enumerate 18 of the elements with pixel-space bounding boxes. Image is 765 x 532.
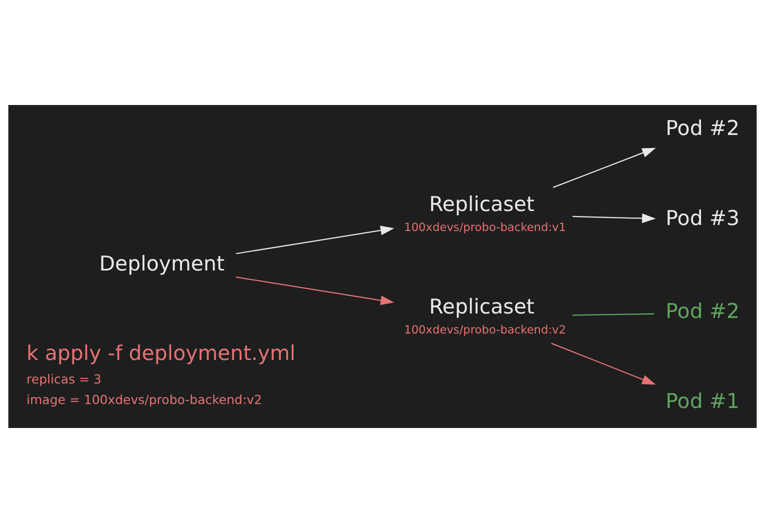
node-text: Deployment [99,250,225,275]
label: image = 100xdevs/probo-backend:v2 [26,391,262,406]
arrow [552,147,656,188]
node-label: 100xdevs/probo-backend:v1 [404,220,566,234]
arrow [236,225,394,254]
arrow [572,213,656,223]
node-text: Pod #1 [666,388,740,412]
node-text: Replicaset [429,192,534,216]
label: replicas = 3 [26,370,102,386]
connector [572,312,654,316]
node-text: Replicaset [429,294,534,318]
node-label: 100xdevs/probo-backend:v2 [404,322,566,336]
label: k apply -f deployment.yml [26,340,296,365]
node-text: Pod #3 [666,205,740,230]
arrow [551,342,656,384]
node-text: Pod #2 [666,116,740,140]
node-text: Pod #2 [666,298,740,323]
arrow [236,276,394,305]
